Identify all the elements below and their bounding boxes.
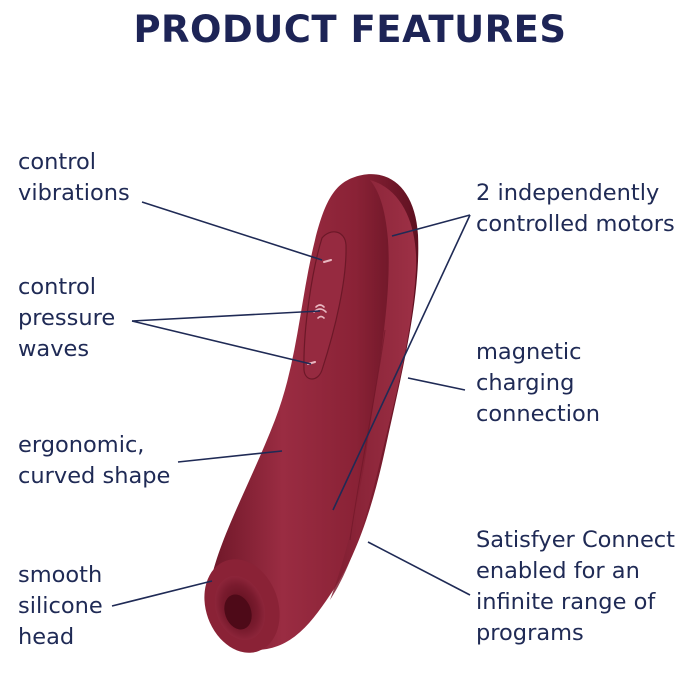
label-silicone-head: smooth silicone head bbox=[18, 562, 103, 650]
leader-head bbox=[111, 580, 213, 607]
leader-charging bbox=[407, 377, 466, 391]
leader-pressure-1 bbox=[131, 310, 321, 322]
leader-connect bbox=[367, 541, 471, 596]
page-title: PRODUCT FEATURES bbox=[133, 8, 567, 51]
leader-lines bbox=[111, 201, 471, 607]
label-motors: 2 independently controlled motors bbox=[476, 180, 675, 237]
label-ergonomic-shape: ergonomic, curved shape bbox=[18, 432, 171, 489]
leader-motors-2 bbox=[332, 214, 471, 511]
leader-ergonomic bbox=[177, 450, 283, 463]
label-connect-app: Satisfyer Connect enabled for an infinit… bbox=[476, 527, 675, 646]
device-body bbox=[209, 174, 419, 650]
leader-pressure-2 bbox=[131, 320, 312, 365]
leader-motors-1 bbox=[391, 214, 471, 237]
device-side-panel bbox=[330, 180, 417, 600]
minus-icon bbox=[323, 259, 332, 263]
label-control-vibrations: control vibrations bbox=[18, 149, 130, 206]
label-control-pressure-waves: control pressure waves bbox=[18, 274, 116, 362]
label-magnetic-charging: magnetic charging connection bbox=[476, 339, 600, 427]
leader-vibrations bbox=[141, 201, 323, 261]
button-panel bbox=[303, 231, 347, 380]
